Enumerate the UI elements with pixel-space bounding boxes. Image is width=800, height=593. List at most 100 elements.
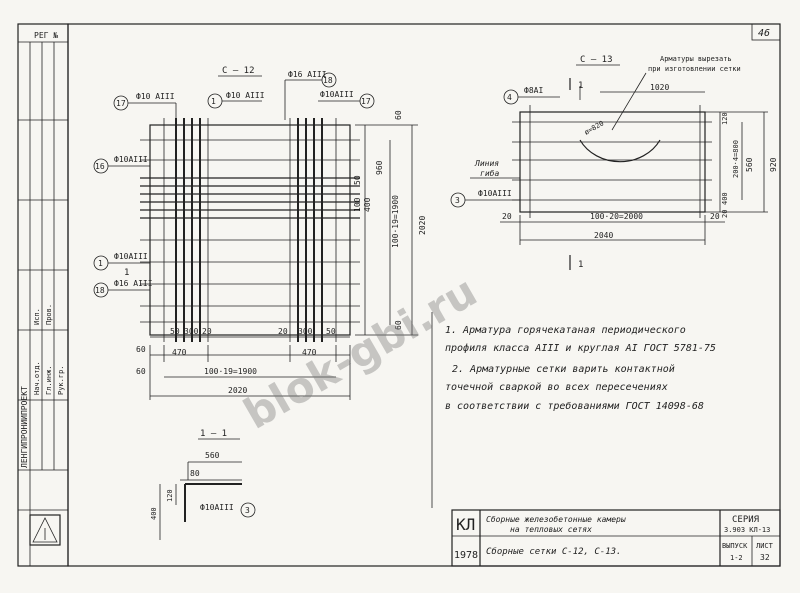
svg-text:Ф10 АIII: Ф10 АIII xyxy=(226,91,265,100)
svg-text:Ф10АIII: Ф10АIII xyxy=(114,252,148,261)
svg-text:4: 4 xyxy=(507,93,512,102)
svg-text:400: 400 xyxy=(363,197,372,212)
general-notes: 1. Арматура горячекатаная периодического… xyxy=(431,312,716,508)
svg-text:20: 20 xyxy=(502,212,512,221)
svg-text:Ф10АIII: Ф10АIII xyxy=(200,503,234,512)
note-2-line-2: точечной сваркой во всех пересечениях xyxy=(445,381,668,393)
svg-text:50: 50 xyxy=(170,327,180,336)
svg-text:17: 17 xyxy=(361,97,371,106)
callout-c12-18-left: 18 Ф16 АIII xyxy=(93,279,153,298)
callout-c13-3: 3 Ф10АIII xyxy=(450,189,520,208)
svg-text:120: 120 xyxy=(166,489,174,502)
svg-text:100·20=2000: 100·20=2000 xyxy=(590,212,643,221)
reg-number: РЕГ № xyxy=(34,31,58,40)
sheet-value: 32 xyxy=(760,553,770,562)
circle-cut-arc xyxy=(579,139,661,163)
callout-c12-1-left: 1 Ф10АIII xyxy=(93,252,150,271)
mesh-c13-vertical-bars xyxy=(529,105,701,218)
svg-text:300: 300 xyxy=(298,327,313,336)
svg-text:3: 3 xyxy=(455,196,460,205)
stamp-role-2: Гл.инж. xyxy=(45,365,53,395)
section-1-1-title: 1 — 1 xyxy=(200,429,227,439)
sheet-label: ЛИСТ xyxy=(756,542,774,550)
title-subtitle: Сборные сетки С-12, С-13. xyxy=(486,546,621,557)
section-1-1: 1 — 1 560 80 120 400 Ф10АIII 3 xyxy=(150,429,256,540)
svg-text:Ф16 АIII: Ф16 АIII xyxy=(288,70,327,79)
svg-text:1020: 1020 xyxy=(650,83,669,92)
stamp-role-1: Нач.отд. xyxy=(33,361,41,395)
dims-c13-right: 120 200·4=800 560 920 400 20 xyxy=(705,111,778,218)
svg-text:920: 920 xyxy=(769,157,778,172)
svg-text:20: 20 xyxy=(202,327,212,336)
callout-c12-16: 16 Ф10АIII xyxy=(93,155,150,174)
section-mark-left: 1 xyxy=(124,268,129,278)
svg-text:18: 18 xyxy=(323,76,333,85)
callout-c12-17-left: 17 Ф10 АIII xyxy=(113,92,177,120)
mesh-c12-horizontal-bars xyxy=(140,139,360,323)
svg-text:60: 60 xyxy=(136,367,146,376)
note-2-line-1: 2. Арматурные сетки варить контактной xyxy=(452,363,675,375)
title-block: КЛ 1978 Сборные железобетонные камеры на… xyxy=(451,509,781,567)
callout-c12-1-top: 1 Ф10 АIII xyxy=(207,91,265,109)
svg-text:560: 560 xyxy=(205,451,220,460)
callout-c13-4: 4 Ф8АI xyxy=(503,86,560,105)
title-line-1: Сборные железобетонные камеры xyxy=(486,514,626,524)
mesh-c13-view: С — 13 Арматуры вырезать при изготовлени… xyxy=(450,55,778,270)
svg-text:560: 560 xyxy=(745,157,754,172)
mesh-c12-vertical-bars xyxy=(163,118,337,342)
stamp-org: ЛЕНГИПРОНИИПРОЕКТ xyxy=(20,386,29,468)
svg-text:2040: 2040 xyxy=(594,231,613,240)
svg-text:50: 50 xyxy=(326,327,336,336)
svg-text:100: 100 xyxy=(353,197,362,212)
org-logo-icon xyxy=(29,514,61,546)
stamp-role-3: Рук.гр. xyxy=(57,365,65,395)
svg-text:1: 1 xyxy=(211,97,216,106)
dims-c12-bottom: 50 300 20 20 300 50 470 470 100·19=1900 … xyxy=(136,327,351,400)
mesh-c12-view: С — 12 xyxy=(93,66,427,400)
svg-text:60: 60 xyxy=(136,345,146,354)
svg-text:3: 3 xyxy=(245,506,250,515)
svg-text:Ф10АIII: Ф10АIII xyxy=(320,90,354,99)
svg-text:400: 400 xyxy=(150,507,158,520)
svg-text:Ф10АIII: Ф10АIII xyxy=(478,189,512,198)
side-stamp: РЕГ № ЛЕНГИПРОНИИПРОЕКТ Нач.отд. Гл.инж.… xyxy=(18,31,68,566)
svg-text:960: 960 xyxy=(375,160,384,175)
callout-c12-17-right: 17 Ф10АIII xyxy=(318,90,375,109)
svg-text:Ф10АIII: Ф10АIII xyxy=(114,155,148,164)
title-code: КЛ xyxy=(456,515,475,534)
svg-text:Ф8АI: Ф8АI xyxy=(524,86,543,95)
issue-label: ВЫПУСК xyxy=(722,542,748,550)
svg-text:2020: 2020 xyxy=(418,216,427,235)
svg-text:16: 16 xyxy=(95,162,105,171)
svg-text:17: 17 xyxy=(116,99,126,108)
bend-line-label-2: гиба xyxy=(480,168,499,178)
stamp-role-5: Пров. xyxy=(45,304,53,325)
svg-text:50: 50 xyxy=(353,175,362,185)
mesh-c13-outline xyxy=(519,111,706,213)
title-line-2: на тепловых сетях xyxy=(510,525,592,534)
svg-text:20: 20 xyxy=(710,212,720,221)
svg-text:400: 400 xyxy=(721,192,729,205)
side-stamp-frame xyxy=(17,23,69,567)
svg-text:470: 470 xyxy=(172,348,187,357)
note-2-line-3: в соответствии с требованиями ГОСТ 14098… xyxy=(445,400,704,412)
bend-line-label: Линия xyxy=(474,159,499,168)
mesh-c12-outline xyxy=(149,124,351,336)
svg-text:100·19=1900: 100·19=1900 xyxy=(204,367,257,376)
mesh-c13-horizontal-bars xyxy=(512,121,712,201)
section-mark-right-top: 1 xyxy=(578,81,583,91)
svg-text:200·4=800: 200·4=800 xyxy=(732,140,740,178)
svg-text:20: 20 xyxy=(721,210,729,218)
svg-text:18: 18 xyxy=(95,286,105,295)
bent-bar-profile xyxy=(184,483,242,522)
svg-text:60: 60 xyxy=(394,320,403,330)
cut-note-line2: при изготовлении сетки xyxy=(648,65,741,73)
sheet-number: 46 xyxy=(758,28,770,39)
dims-c13-bottom: 20 100·20=2000 20 2040 xyxy=(500,212,725,245)
series-value: 3.903 КЛ-13 xyxy=(724,526,770,534)
section-label-c13: С — 13 xyxy=(580,55,613,65)
note-1-line-1: 1. Арматура горячекатаная периодического xyxy=(445,325,686,336)
title-year: 1978 xyxy=(454,550,478,561)
svg-text:Ф16 АIII: Ф16 АIII xyxy=(114,279,153,288)
